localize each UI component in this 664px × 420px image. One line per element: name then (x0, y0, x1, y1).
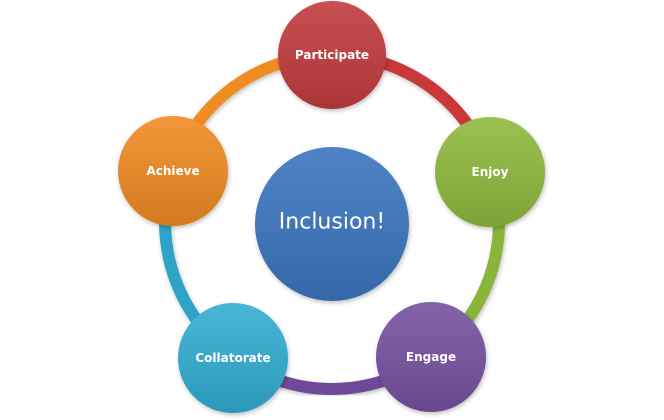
node-enjoy-label: Enjoy (472, 165, 509, 179)
center-node-inclusion: Inclusion! (255, 147, 409, 301)
node-collatorate: Collatorate (178, 303, 288, 413)
node-participate-label: Participate (295, 48, 369, 62)
node-participate: Participate (278, 1, 386, 109)
center-label: Inclusion! (279, 210, 385, 235)
node-collatorate-label: Collatorate (195, 351, 270, 365)
node-engage: Engage (376, 302, 486, 412)
node-achieve: Achieve (118, 116, 228, 226)
node-achieve-label: Achieve (146, 164, 199, 178)
node-engage-label: Engage (406, 350, 456, 364)
node-enjoy: Enjoy (435, 117, 545, 227)
